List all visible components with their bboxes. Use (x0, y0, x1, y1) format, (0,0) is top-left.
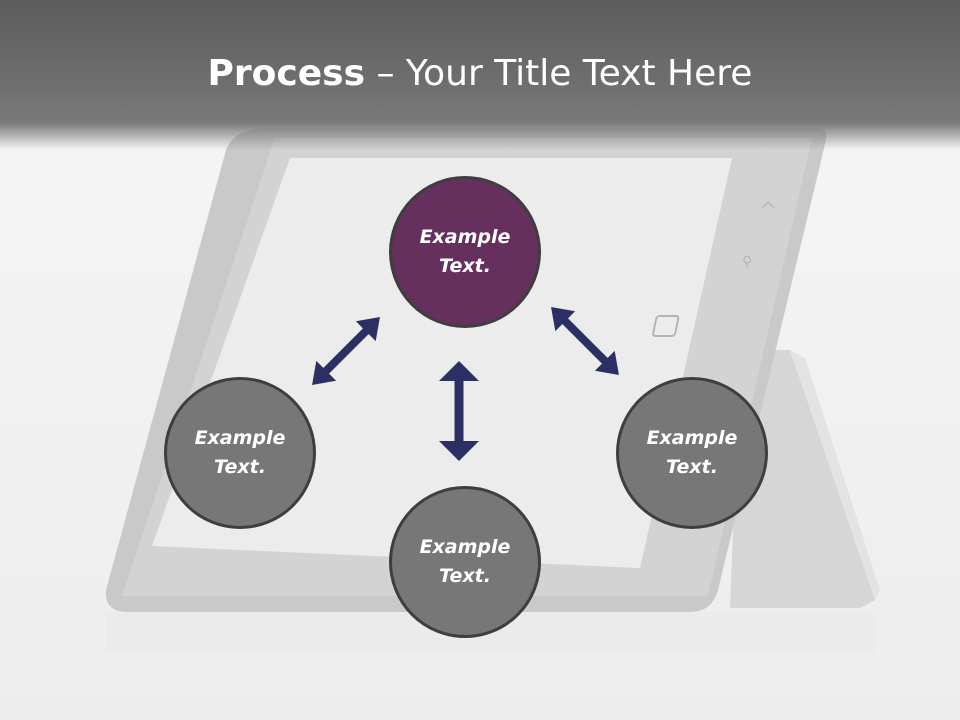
node-text: Example Text. (419, 536, 511, 587)
process-node-left[interactable]: Example Text. (164, 377, 316, 529)
node-text: Example Text. (194, 427, 286, 478)
title-bar (0, 0, 960, 150)
title-bold: Process (207, 53, 366, 94)
page-title: Process – Your Title Text Here (0, 50, 960, 98)
arrow-top-right (551, 307, 619, 375)
arrow-top-bottom (439, 361, 479, 461)
process-node-bottom[interactable]: Example Text. (389, 486, 541, 638)
process-node-top[interactable]: Example Text. (389, 176, 541, 328)
svg-text:⚲: ⚲ (742, 254, 752, 270)
title-rest: – Your Title Text Here (365, 53, 753, 94)
process-node-right[interactable]: Example Text. (616, 377, 768, 529)
arrow-top-left (312, 317, 380, 385)
node-text: Example Text. (646, 427, 738, 478)
node-text: Example Text. (419, 226, 511, 277)
